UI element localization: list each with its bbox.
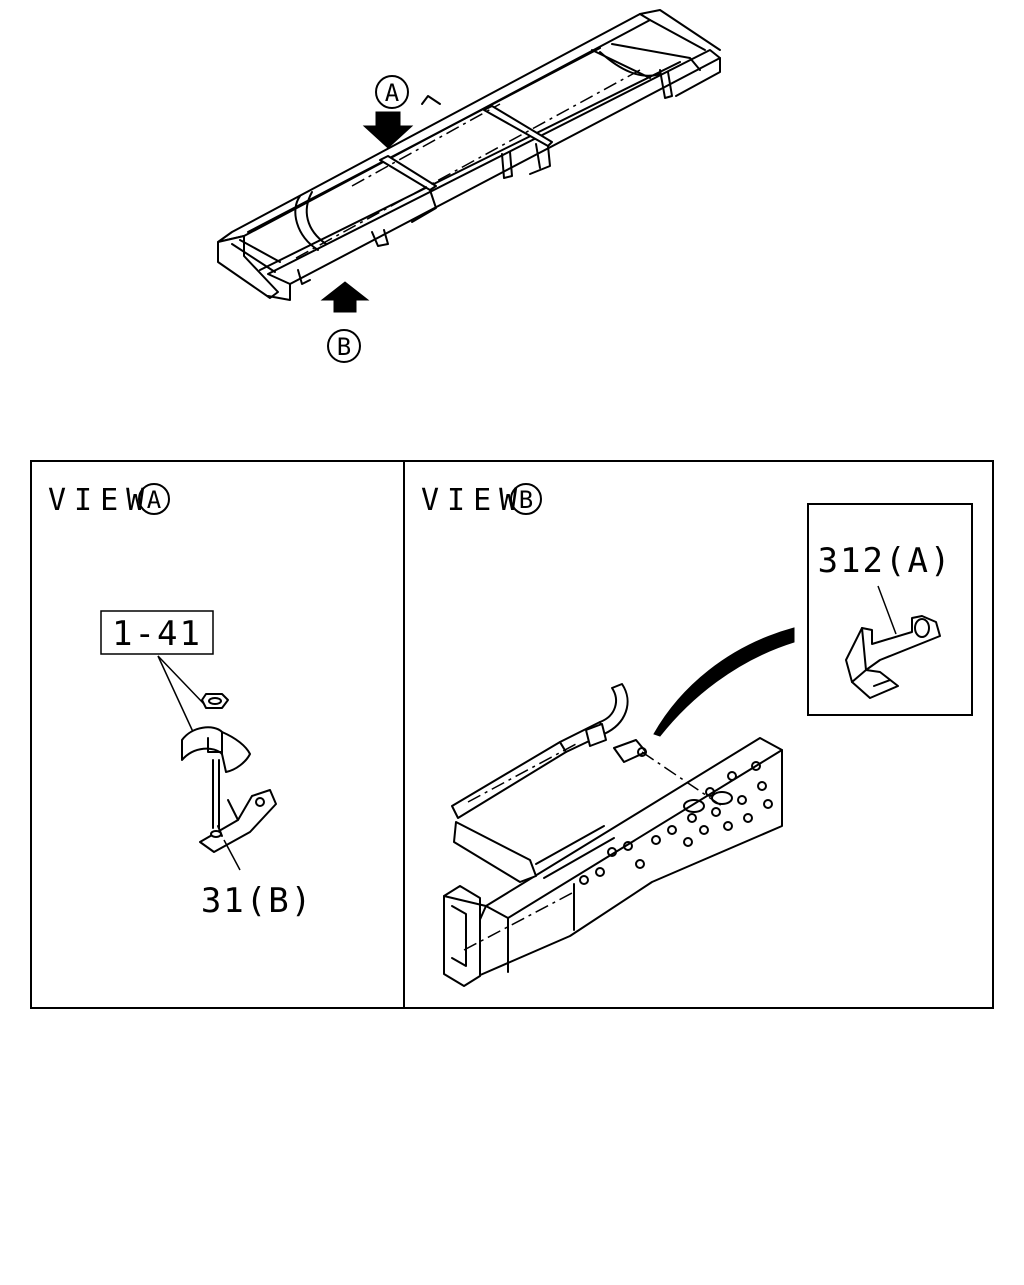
view-a-arrow-icon: [362, 111, 414, 149]
view-b-title: VIEW: [421, 483, 525, 518]
detail-frame: [30, 460, 994, 1009]
view-a-panel: VIEW A 1-41 31(: [48, 483, 313, 921]
view-b-panel: VIEW B 312(A): [421, 483, 973, 987]
bracket-icon: [199, 789, 277, 853]
view-b-title-marker: B: [519, 486, 533, 514]
view-b-marker: B: [327, 329, 361, 363]
svg-text:A: A: [385, 79, 400, 107]
svg-text:B: B: [337, 333, 351, 361]
callout-31b: 31(B): [201, 881, 313, 921]
inset-box: [807, 503, 973, 716]
view-a-title: VIEW: [48, 483, 152, 518]
detail-swoosh: [653, 627, 795, 737]
callout-312a: 312(A): [818, 541, 953, 581]
frame-rail-icon: [443, 737, 783, 987]
view-a-title-marker: A: [147, 486, 162, 514]
clip-icon: [181, 726, 251, 773]
nut-icon: [201, 693, 229, 709]
view-a-marker: A: [375, 75, 409, 109]
chassis-frame-overview: [217, 9, 721, 301]
ref-box-label: 1-41: [112, 614, 202, 654]
ref-box-1-41: [100, 610, 214, 655]
clamp-icon: [613, 739, 647, 763]
view-b-arrow-icon: [320, 281, 370, 313]
inset-bracket-icon: [845, 615, 941, 699]
